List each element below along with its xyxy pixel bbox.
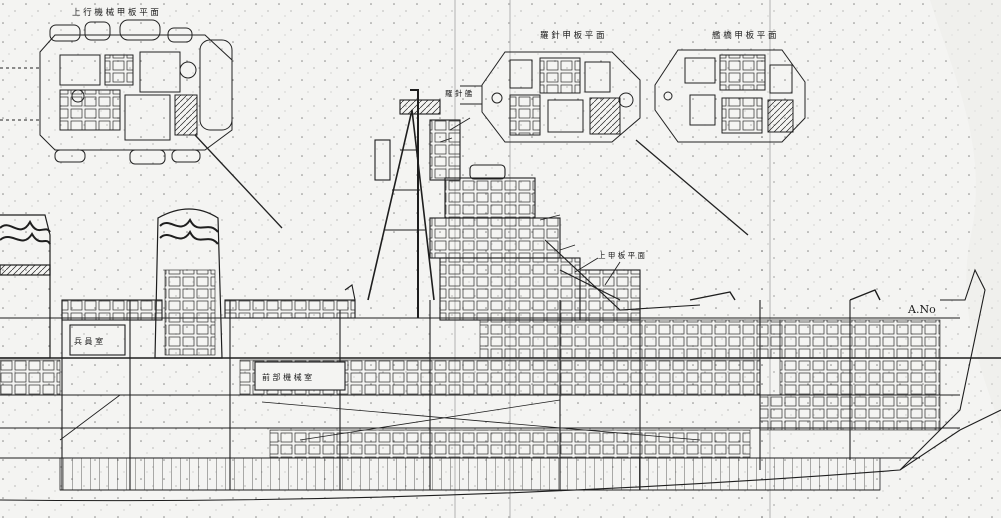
plan-center xyxy=(460,51,749,236)
bridge-superstructure xyxy=(61,89,881,321)
compass-label: 羅 針 艦 xyxy=(445,88,473,98)
toner-smudge xyxy=(752,0,1001,518)
plan-right xyxy=(654,49,806,143)
annotation-leaders xyxy=(439,117,621,286)
upper-deck-label: 上 甲 板 平 面 xyxy=(598,250,646,260)
engine-room-label: 前 部 機 械 室 xyxy=(262,372,312,382)
aft-funnel xyxy=(0,214,51,359)
plan-upper-left-title: 上 行 機 械 甲 板 平 面 xyxy=(72,7,159,18)
aft-room-label: 兵 員 室 xyxy=(74,336,103,346)
plan-right-title: 艦 橋 甲 板 平 面 xyxy=(712,30,777,41)
plan-center-title: 羅 針 甲 板 平 面 xyxy=(540,30,605,41)
hull-profile xyxy=(0,268,1001,502)
plan-upper-left xyxy=(0,19,283,229)
forward-funnel xyxy=(154,208,223,359)
deck-marker: A.No xyxy=(907,303,936,316)
